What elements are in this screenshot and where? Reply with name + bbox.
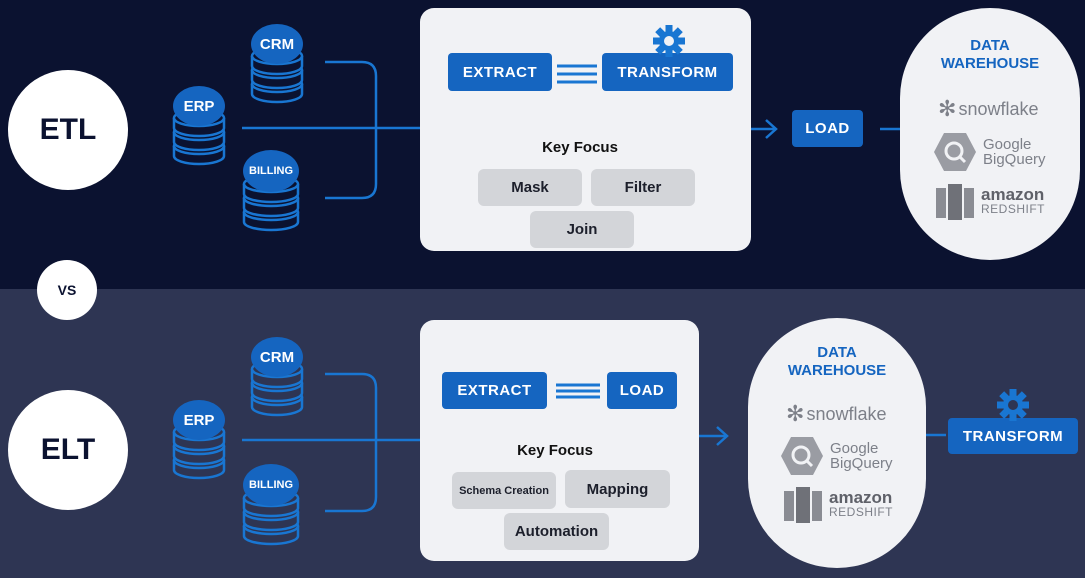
google-text: Google [830,440,879,457]
billing-database-icon: BILLING [242,150,300,237]
snowflake-icon: ✻ [786,401,805,426]
billing-database-icon: BILLING [242,464,300,551]
gear-icon [997,389,1029,421]
amazon-text: amazon [981,185,1045,204]
warehouse-title-line1: DATA [817,344,857,361]
elt-warehouse-title: DATA WAREHOUSE [747,344,927,380]
vs-label: VS [37,260,97,320]
equals-icon [556,383,600,399]
redshift-text: REDSHIFT [981,202,1045,216]
crm-database-icon: CRM [250,24,304,109]
bigquery-icon [781,437,823,475]
elt-key-focus-heading: Key Focus [517,442,593,459]
elt-label: ELT [8,390,128,510]
elt-transform-step: TRANSFORM [948,418,1078,454]
amazon-redshift-logo: amazon REDSHIFT [783,485,893,525]
warehouse-title-line2: WAREHOUSE [787,362,887,379]
etl-load-step: LOAD [792,110,863,147]
redshift-icon [936,184,974,220]
gear-icon [653,25,685,57]
erp-database-icon: ERP [172,86,226,171]
warehouse-title-line2: WAREHOUSE [940,55,1040,72]
etl-data-warehouse [900,8,1080,260]
google-bigquery-logo: Google BigQuery [933,132,1046,172]
google-bigquery-logo: Google BigQuery [780,436,893,476]
billing-label: BILLING [249,479,293,491]
warehouse-title-line1: DATA [970,37,1010,54]
focus-mask: Mask [478,169,582,206]
snowflake-text: snowflake [806,403,887,424]
billing-label: BILLING [249,165,293,177]
google-text: Google [983,136,1032,153]
snowflake-logo: ✻ snowflake [938,96,1038,122]
etl-process-panel [420,8,751,251]
redshift-text: REDSHIFT [829,505,893,519]
erp-database-icon: ERP [172,400,226,485]
crm-database-icon: CRM [250,337,304,422]
focus-automation: Automation [504,513,609,550]
focus-schema-creation: Schema Creation [452,472,556,509]
etl-key-focus-heading: Key Focus [542,139,618,156]
etl-extract-step: EXTRACT [448,53,552,91]
focus-filter: Filter [591,169,695,206]
elt-extract-step: EXTRACT [442,372,547,409]
bigquery-text: BigQuery [830,455,893,472]
focus-join: Join [530,211,634,248]
crm-label: CRM [259,349,295,366]
snowflake-logo: ✻ snowflake [786,401,886,427]
equals-icon [557,64,597,84]
elt-load-step: LOAD [607,372,677,409]
snowflake-text: snowflake [958,98,1039,119]
erp-label: ERP [183,412,215,429]
etl-label: ETL [8,70,128,190]
bigquery-text: BigQuery [983,151,1046,168]
amazon-redshift-logo: amazon REDSHIFT [935,182,1045,222]
crm-label: CRM [259,36,295,53]
etl-transform-step: TRANSFORM [602,53,733,91]
snowflake-icon: ✻ [938,96,957,121]
bigquery-icon [934,133,976,171]
etl-warehouse-title: DATA WAREHOUSE [900,37,1080,73]
focus-mapping: Mapping [565,470,670,508]
elt-data-warehouse [748,318,926,568]
redshift-icon [784,487,822,523]
amazon-text: amazon [829,488,893,507]
erp-label: ERP [183,98,215,115]
